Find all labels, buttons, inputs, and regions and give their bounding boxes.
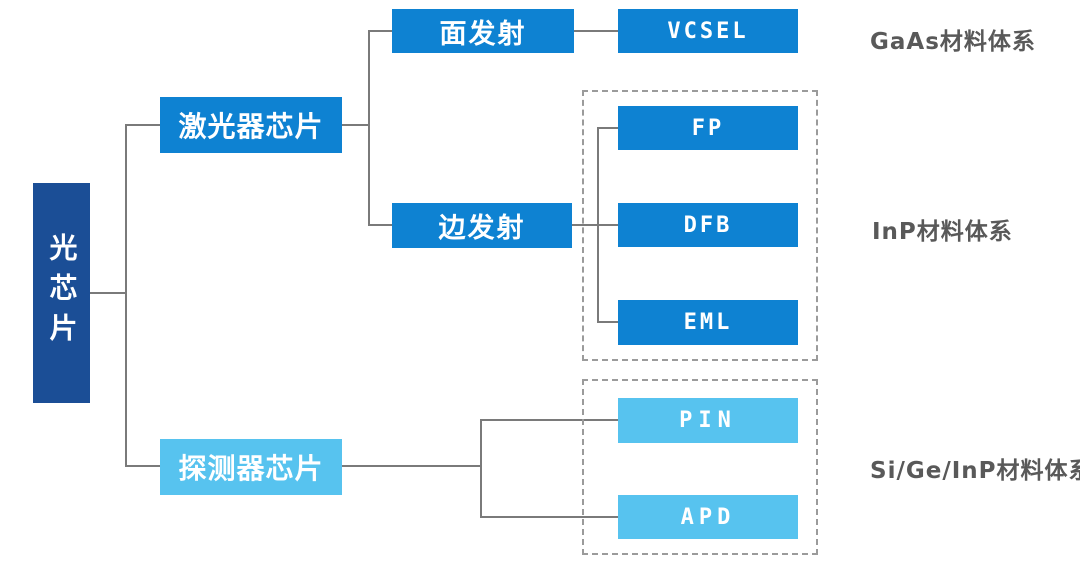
node-eml: EML <box>618 300 798 345</box>
connector-inp-group-vertical <box>597 127 599 323</box>
node-optical-chip: 光芯片 <box>33 183 90 403</box>
node-dfb: DFB <box>618 203 798 247</box>
connector-root-vertical <box>125 124 127 467</box>
node-detector-chip-label: 探测器芯片 <box>178 452 324 485</box>
connector-detector-stub <box>342 465 480 467</box>
connector-surface-to-vcsel <box>574 30 618 32</box>
connector-to-fp <box>597 127 618 129</box>
node-optical-chip-label: 光芯片 <box>45 233 79 353</box>
connector-edge-to-group <box>572 224 618 226</box>
connector-to-pin <box>480 419 618 421</box>
node-surface-emitting: 面发射 <box>392 9 574 53</box>
node-surface-emitting-label: 面发射 <box>439 18 527 50</box>
connector-to-detector-chip <box>125 465 160 467</box>
node-vcsel-label: VCSEL <box>667 18 749 44</box>
material-label-gaas: GaAs材料体系 <box>870 29 1036 55</box>
node-vcsel: VCSEL <box>618 9 798 53</box>
node-dfb-label: DFB <box>683 212 733 238</box>
connector-to-eml <box>597 321 618 323</box>
connector-detector-vertical <box>480 419 482 518</box>
node-edge-emitting: 边发射 <box>392 203 572 248</box>
connector-laser-stub <box>342 124 368 126</box>
node-pin: PIN <box>618 398 798 443</box>
detector-material-group-box <box>582 379 818 555</box>
node-eml-label: EML <box>683 310 733 335</box>
node-edge-emitting-label: 边发射 <box>438 213 526 244</box>
connector-to-edge-emit <box>368 224 392 226</box>
node-apd: APD <box>618 495 798 539</box>
node-apd-label: APD <box>680 504 736 530</box>
node-laser-chip: 激光器芯片 <box>160 97 342 153</box>
material-label-inp: InP材料体系 <box>872 219 1013 245</box>
connector-root-stub <box>90 292 125 294</box>
inp-material-group-box <box>582 90 818 361</box>
connector-to-apd <box>480 516 618 518</box>
node-fp: FP <box>618 106 798 150</box>
node-pin-label: PIN <box>679 408 737 433</box>
connector-to-laser-chip <box>125 124 160 126</box>
node-detector-chip: 探测器芯片 <box>160 439 342 495</box>
node-laser-chip-label: 激光器芯片 <box>178 110 324 143</box>
node-fp-label: FP <box>691 115 725 141</box>
connector-laser-vertical <box>368 30 370 226</box>
connector-to-surface-emit <box>368 30 392 32</box>
material-label-si-ge-inp: Si/Ge/InP材料体系 <box>870 458 1080 484</box>
